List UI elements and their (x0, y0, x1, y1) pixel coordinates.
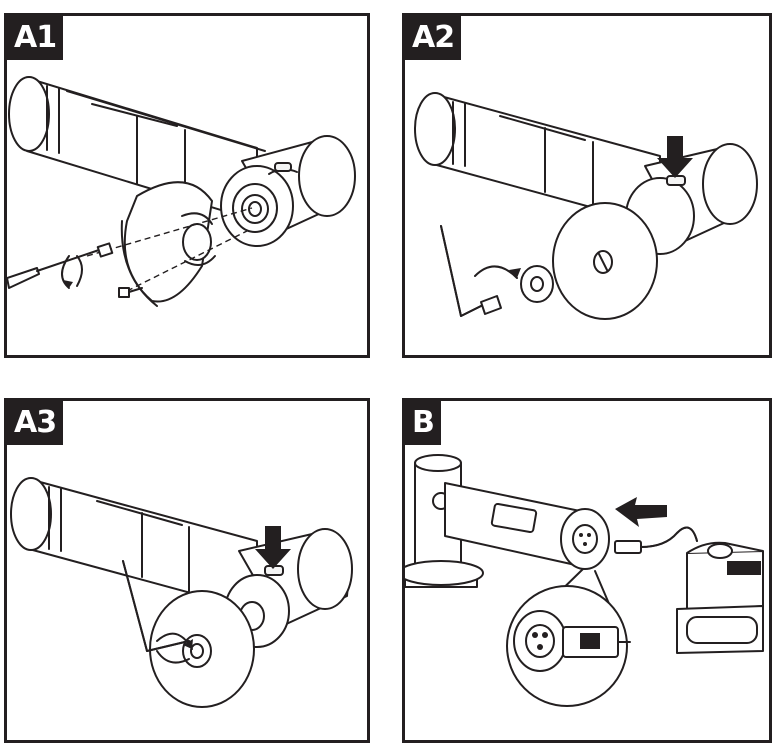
panel-label: A1 (7, 16, 64, 60)
screw (118, 287, 143, 298)
panel-a2: A2 (402, 13, 772, 358)
grinder-body (8, 76, 266, 222)
hex-wrench (440, 225, 502, 317)
grinder-body (10, 477, 258, 612)
diagram-b (405, 454, 764, 707)
panel-a1: A1 (4, 13, 370, 358)
panel-a3: A3 (4, 398, 370, 743)
connector-detail (506, 585, 631, 707)
diagram-a3 (10, 477, 353, 708)
rotate-arrow-icon (474, 265, 521, 279)
rotate-arrow-icon (61, 255, 83, 289)
press-arrow-icon (657, 136, 693, 178)
screwdriver (7, 242, 114, 289)
wheel-guard (120, 181, 216, 307)
grinding-disc (149, 590, 255, 708)
press-arrow-icon (255, 526, 291, 569)
panel-b: B (402, 398, 772, 743)
panel-label: B (405, 401, 441, 445)
direction-arrow-icon (615, 497, 667, 527)
grinding-disc (552, 202, 658, 320)
hex-wrench (122, 560, 190, 652)
flange-washer (520, 265, 554, 303)
battery-pack (676, 541, 764, 654)
diagram-a1 (7, 76, 356, 307)
gear-head (220, 135, 356, 247)
panel-label: A3 (7, 401, 64, 445)
diagram-a2 (414, 92, 758, 320)
rotate-arrow-icon (156, 632, 193, 664)
power-cable (614, 526, 698, 554)
panel-label: A2 (405, 16, 462, 60)
grinder-body (444, 482, 610, 570)
